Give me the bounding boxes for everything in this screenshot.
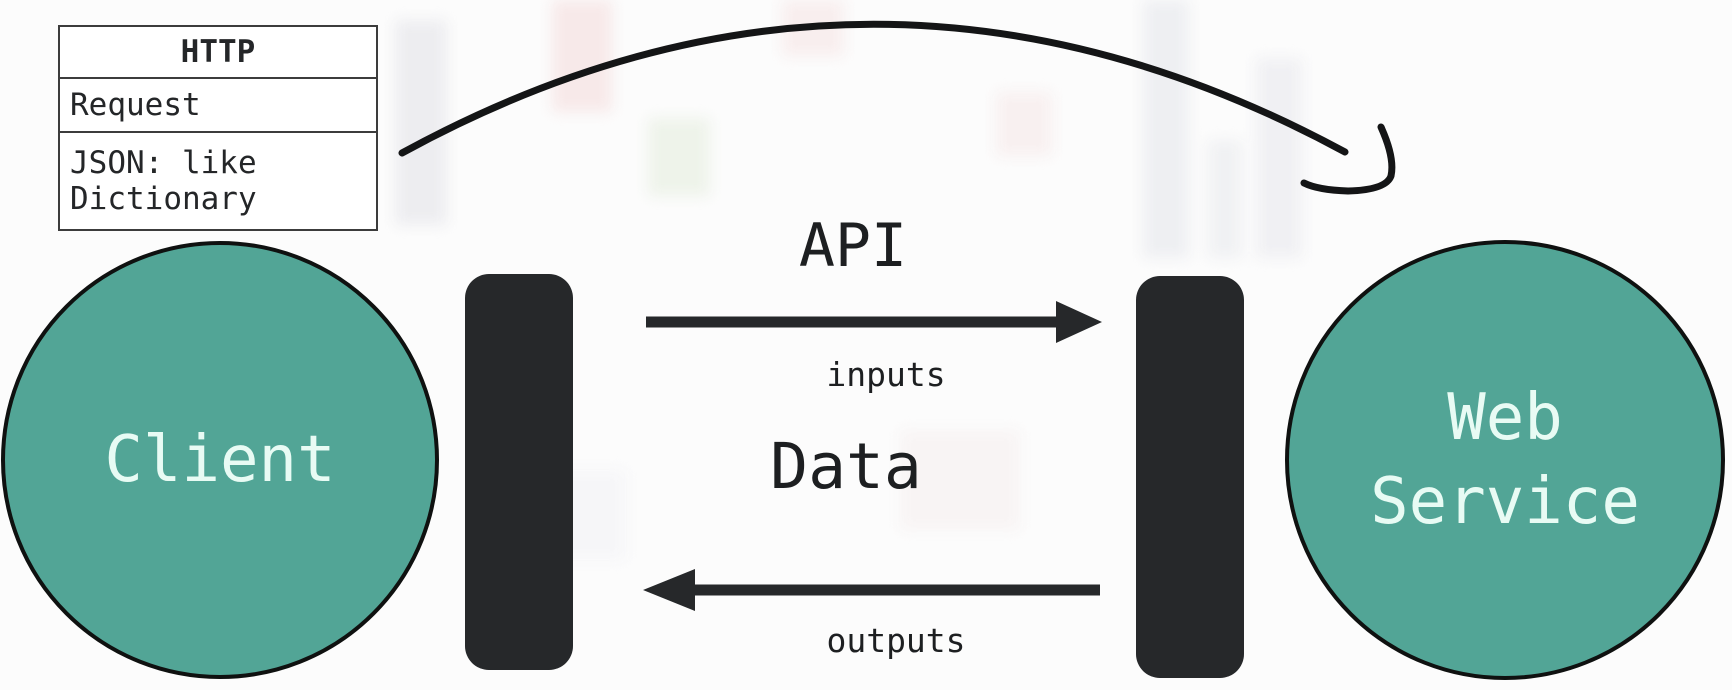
client-interface-bar <box>465 274 573 670</box>
watermark-shape <box>395 20 447 225</box>
data-label: Data <box>770 430 922 503</box>
data-response-arrow <box>643 569 1100 611</box>
service-interface-bar <box>1136 276 1244 678</box>
api-arrowhead-icon <box>1056 301 1102 343</box>
data-arrowhead-icon <box>643 569 695 611</box>
web-service-label-line2: Service <box>1370 465 1640 539</box>
api-label: API <box>798 211 908 281</box>
note-table-row-request: Request <box>60 79 376 133</box>
watermark-shape <box>648 118 710 196</box>
client-node: Client <box>1 241 439 679</box>
curved-arrowhead-hook-icon <box>1300 123 1396 195</box>
client-node-label: Client <box>104 423 336 497</box>
web-service-label-line1: Web <box>1447 381 1563 455</box>
note-table-header: HTTP <box>60 27 376 79</box>
inputs-label: inputs <box>826 355 946 394</box>
watermark-shape <box>552 0 612 112</box>
curved-annotation-arrow <box>398 20 1349 157</box>
web-service-node-label: Web Service <box>1370 376 1640 544</box>
note-table-row-json: JSON: like Dictionary <box>70 145 257 217</box>
watermark-shape <box>1208 140 1242 258</box>
outputs-label: outputs <box>826 621 966 660</box>
watermark-shape <box>996 92 1052 156</box>
watermark-shape <box>1256 58 1302 258</box>
api-request-arrow <box>646 301 1102 343</box>
http-note-table: HTTP Request JSON: like Dictionary <box>58 25 378 231</box>
web-service-node: Web Service <box>1285 240 1725 680</box>
watermark-shape <box>900 430 1020 530</box>
watermark-shape <box>1143 0 1189 258</box>
